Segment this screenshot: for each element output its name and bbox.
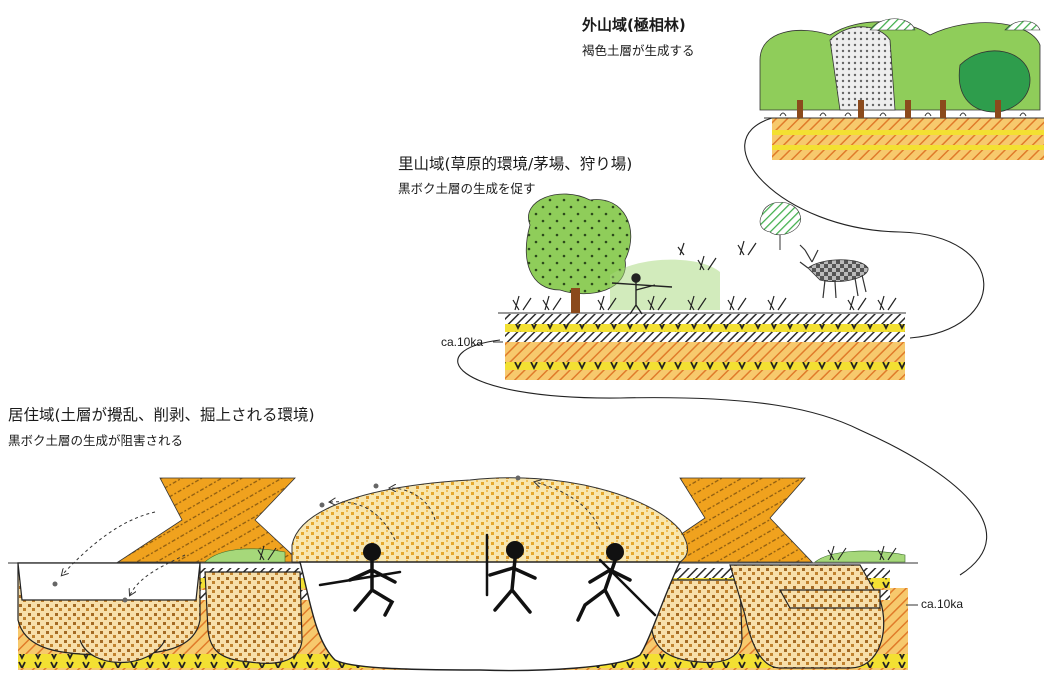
satoyama-zone-subtitle: 黒ボク土層の生成を促す [398,181,536,196]
satoyama-age-marker: ca.10ka [441,335,484,349]
residential-zone-subtitle: 黒ボク土層の生成が阻害される [8,433,184,448]
connector-satoyama-to-residential [457,339,987,576]
satoyama-zone-title: 里山域(草原的環境/茅場、狩り場) [398,155,633,173]
outer-zone-forest [759,18,1041,118]
deer-figure [799,244,869,299]
soil-transport-arrows [62,482,601,595]
residential-grass [204,545,906,563]
digging-people [318,533,657,622]
satoyama-zone-soil [493,312,906,380]
outer-zone-title: 外山域(極相林) [582,16,686,34]
outer-zone-soil [764,117,1044,160]
excavated-mound [291,477,688,672]
residential-zone-title: 居住域(土層が攪乱、削剥、掘上される環境) [8,406,315,424]
soil-clods [52,475,521,603]
residential-age-marker: ca.10ka [921,597,964,611]
pit-features [17,562,885,669]
embankment-left [116,477,302,563]
connector-outer-to-satoyama [744,117,985,339]
satoyama-zone-vegetation [512,193,897,315]
outer-zone-subtitle: 褐色土層が生成する [582,43,695,58]
